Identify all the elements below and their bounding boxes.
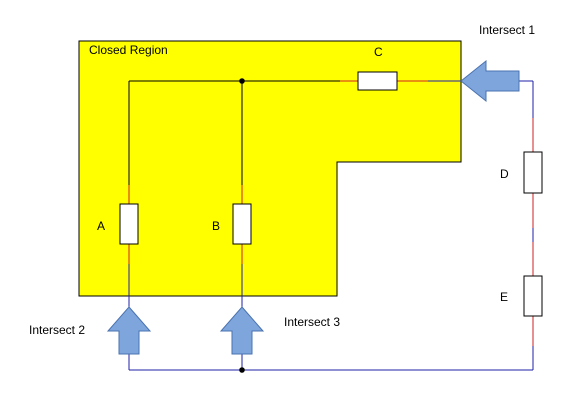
- resistor-a: A: [97, 203, 139, 245]
- component-leads: [128, 80, 534, 346]
- resistor-b: B: [212, 203, 252, 245]
- resistor-icon: [357, 71, 398, 91]
- intersect-1-label: Intersect 1: [479, 23, 535, 37]
- intersect-3-label: Intersect 3: [284, 315, 340, 329]
- resistor-icon: [119, 203, 139, 245]
- block-arrow-icon: [106, 306, 152, 355]
- resistor-d-label: D: [500, 167, 509, 181]
- junction-dot-icon: [239, 367, 245, 373]
- resistor-e-label: E: [500, 290, 508, 304]
- resistor-b-label: B: [212, 219, 220, 233]
- resistor-icon: [523, 275, 543, 317]
- block-arrow-icon: [219, 306, 265, 355]
- resistor-c-label: C: [374, 45, 383, 59]
- closed-region-label: Closed Region: [89, 43, 168, 57]
- resistor-c: C: [357, 45, 398, 91]
- resistor-a-label: A: [97, 219, 105, 233]
- resistor-d: D: [500, 151, 543, 194]
- internal-wiring: [128, 80, 340, 185]
- resistor-icon: [232, 203, 252, 245]
- junction-dot-icon: [239, 78, 245, 84]
- resistor-e: E: [500, 275, 543, 317]
- closed-region: [78, 40, 462, 297]
- intersect-2-label: Intersect 2: [29, 323, 85, 337]
- resistor-icon: [523, 151, 543, 194]
- block-arrow-icon: [460, 59, 520, 103]
